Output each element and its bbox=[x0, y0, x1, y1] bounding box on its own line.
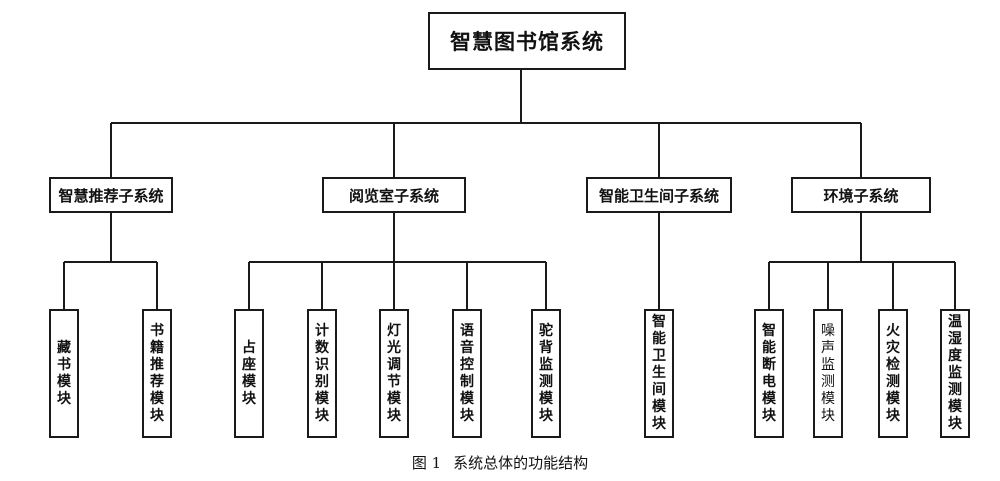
module-label: 智能卫生间模块 bbox=[652, 314, 666, 432]
module-fire-detection: 火灾检测模块 bbox=[878, 309, 908, 438]
root-node: 智慧图书馆系统 bbox=[428, 12, 626, 70]
module-label: 计数识别模块 bbox=[315, 322, 329, 424]
module-label: 噪声监测模块 bbox=[821, 322, 835, 424]
module-book-collection: 藏书模块 bbox=[49, 309, 79, 438]
module-seat-reservation: 占座模块 bbox=[234, 309, 264, 438]
subsystem-recommendation: 智慧推荐子系统 bbox=[49, 177, 173, 213]
subsystem-label: 环境子系统 bbox=[823, 186, 899, 205]
module-temp-humidity-monitoring: 温湿度监测模块 bbox=[940, 309, 970, 438]
subsystem-environment: 环境子系统 bbox=[791, 177, 931, 213]
root-label: 智慧图书馆系统 bbox=[450, 30, 604, 54]
module-voice-control: 语音控制模块 bbox=[452, 309, 482, 438]
module-label: 语音控制模块 bbox=[460, 322, 474, 424]
subsystem-label: 智慧推荐子系统 bbox=[58, 186, 164, 205]
module-label: 藏书模块 bbox=[57, 339, 71, 407]
subsystem-smart-restroom: 智能卫生间子系统 bbox=[586, 177, 732, 213]
module-count-recognition: 计数识别模块 bbox=[307, 309, 337, 438]
module-label: 智能断电模块 bbox=[762, 322, 776, 424]
subsystem-label: 阅览室子系统 bbox=[348, 186, 439, 205]
subsystem-label: 智能卫生间子系统 bbox=[598, 186, 719, 205]
module-label: 火灾检测模块 bbox=[886, 322, 900, 424]
figure-caption: 图 1 系统总体的功能结构 bbox=[0, 452, 1000, 473]
subsystem-reading-room: 阅览室子系统 bbox=[322, 177, 466, 213]
figure-title: 系统总体的功能结构 bbox=[453, 454, 589, 472]
module-smart-power-off: 智能断电模块 bbox=[754, 309, 784, 438]
module-label: 占座模块 bbox=[242, 339, 256, 407]
module-label: 灯光调节模块 bbox=[387, 322, 401, 424]
module-label: 温湿度监测模块 bbox=[948, 314, 962, 432]
figure-number: 图 1 bbox=[411, 454, 442, 472]
module-hunchback-monitoring: 驼背监测模块 bbox=[531, 309, 561, 438]
module-label: 书籍推荐模块 bbox=[150, 322, 164, 424]
module-noise-monitoring: 噪声监测模块 bbox=[813, 309, 843, 438]
module-book-recommendation: 书籍推荐模块 bbox=[142, 309, 172, 438]
module-light-adjustment: 灯光调节模块 bbox=[379, 309, 409, 438]
module-label: 驼背监测模块 bbox=[539, 322, 553, 424]
module-smart-restroom: 智能卫生间模块 bbox=[644, 309, 674, 438]
